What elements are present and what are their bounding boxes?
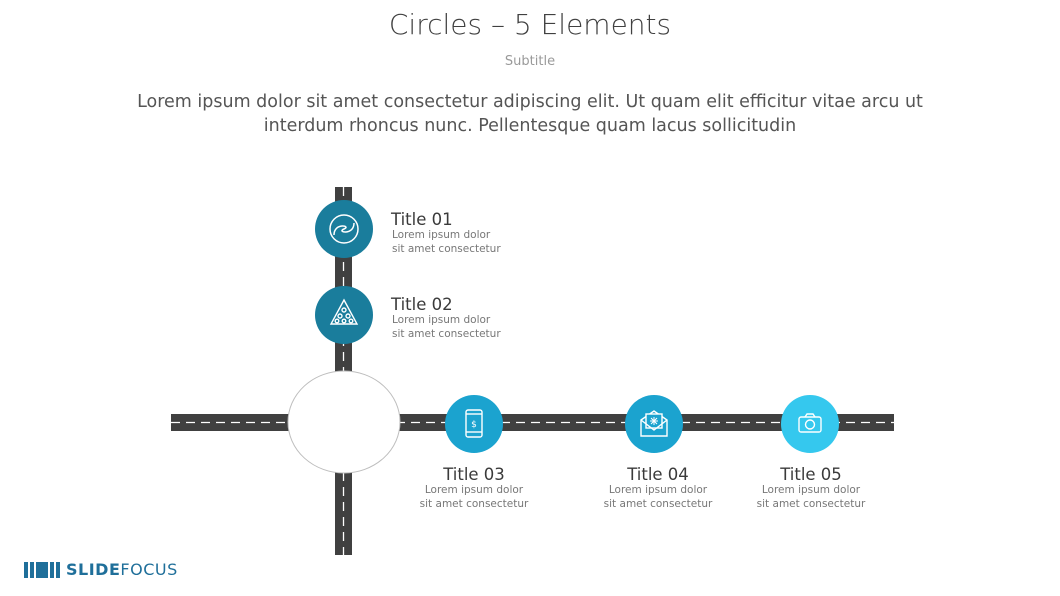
swirl-icon (329, 214, 359, 244)
svg-text:$: $ (471, 420, 477, 430)
camera-icon (798, 413, 822, 433)
logo-text-bold: SLIDE (66, 560, 121, 579)
slide-subtitle: Subtitle (504, 54, 556, 69)
item-2-text-line2: sit amet consectetur (392, 328, 501, 340)
item-5-text-line2: sit amet consectetur (756, 498, 866, 510)
slide-title: Circles – 5 Elements (388, 8, 672, 41)
triangle-balls-icon (329, 298, 359, 325)
item-1-text-line2: sit amet consectetur (392, 243, 501, 255)
logo-text-regular: FOCUS (120, 560, 178, 579)
item-4-text-line2: sit amet consectetur (603, 498, 713, 510)
logo-text: SLIDEFOCUS (66, 560, 178, 579)
slidefocus-logo: SLIDEFOCUS (24, 560, 178, 579)
mobile-dollar-icon: $ (465, 409, 483, 438)
envelope-letter-icon (640, 410, 668, 437)
slide-description: Lorem ipsum dolor sit amet consectetur a… (137, 92, 923, 136)
item-5-circle (781, 395, 839, 453)
item-5-text-line1: Lorem ipsum dolor (761, 484, 861, 496)
logo-bars-icon (24, 561, 60, 578)
item-3-title: Title 03 (443, 465, 505, 484)
center-hub-circle (287, 370, 401, 474)
item-3-circle (445, 395, 503, 453)
item-2-circle (315, 286, 373, 344)
item-4-title: Title 04 (627, 465, 689, 484)
item-5-title: Title 05 (780, 465, 842, 484)
item-3-text-line1: Lorem ipsum dolor (424, 484, 524, 496)
item-2-title: Title 02 (391, 295, 453, 314)
item-1-text-line1: Lorem ipsum dolor (392, 229, 491, 241)
item-3-text-line2: sit amet consectetur (419, 498, 529, 510)
item-1-title: Title 01 (391, 210, 453, 229)
item-2-text-line1: Lorem ipsum dolor (392, 314, 491, 326)
item-4-text-line1: Lorem ipsum dolor (608, 484, 708, 496)
